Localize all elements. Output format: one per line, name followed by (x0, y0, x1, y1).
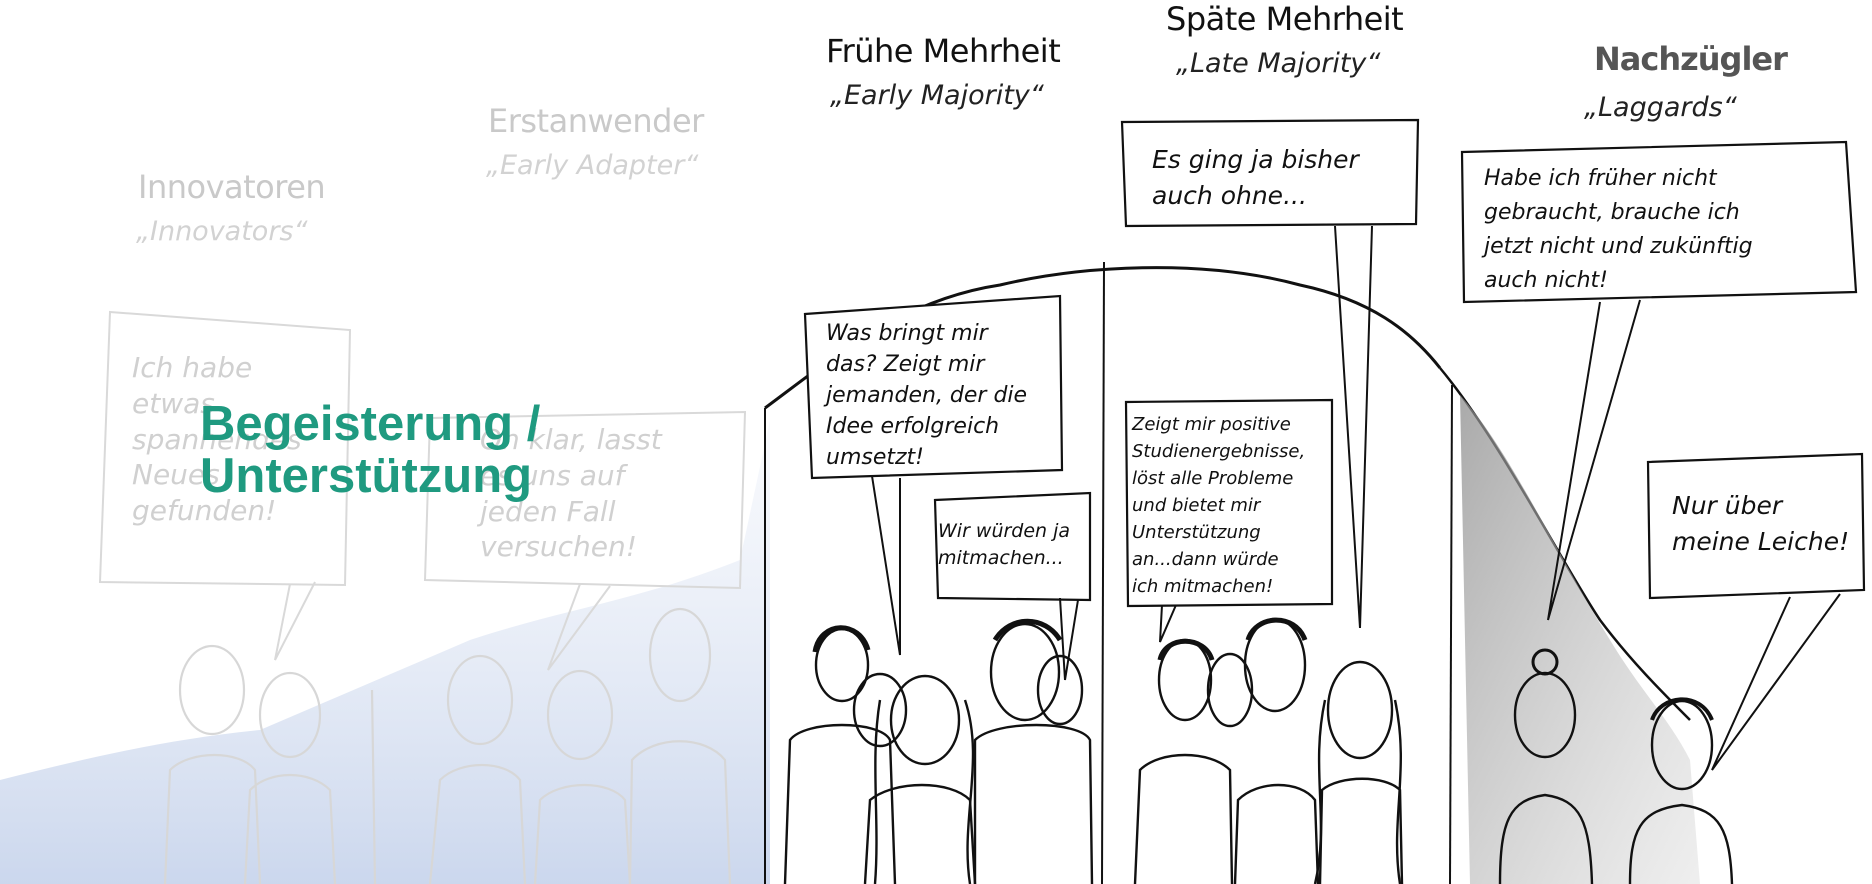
blue-wash-area (0, 420, 770, 884)
faded-speech-bubbles (98, 310, 747, 671)
faded-people (163, 607, 732, 884)
group-title-early-majority: Frühe Mehrheit (826, 32, 1061, 70)
people-late-majority (1133, 617, 1404, 884)
gray-wash-area (1460, 395, 1700, 884)
quote-laggards-1: Habe ich früher nicht gebraucht, brauche… (1484, 166, 1753, 293)
group-title-early-adopters: Erstanwender (488, 102, 704, 140)
headline-enthusiasm-support: Begeisterung / Unterstützung (200, 397, 541, 503)
bubble-tails (871, 225, 1841, 771)
bubble-laggards-2 (1646, 452, 1866, 600)
segment-dividers (764, 261, 1453, 884)
bubble-late-majority-2 (1124, 398, 1334, 608)
group-subtitle-late-majority: „Late Majority“ (1176, 48, 1381, 79)
group-title-innovators: Innovatoren (138, 168, 326, 206)
quote-early-majority-1: Was bringt mir das? Zeigt mir jemanden, … (826, 321, 1028, 470)
group-title-laggards: Nachzügler (1594, 40, 1788, 78)
quote-early-majority-2: Wir würden ja mitmachen... (938, 520, 1071, 569)
people-laggards (1498, 648, 1734, 884)
group-subtitle-early-majority: „Early Majority“ (830, 80, 1044, 111)
quote-innovators: Ich habe etwas spannendes Neues gefunden… (132, 351, 302, 528)
quote-late-majority-1: Es ging ja bisher auch ohne... (1152, 145, 1359, 210)
group-subtitle-early-adopters: „Early Adapter“ (486, 150, 699, 181)
quote-early-adopters: Oh klar, lasst es uns auf jeden Fall ver… (480, 423, 662, 564)
bubble-late-majority-1 (1120, 118, 1420, 228)
bubble-early-majority-1 (803, 294, 1064, 480)
speech-bubbles (803, 118, 1866, 608)
bubble-early-majority-2 (933, 491, 1092, 602)
group-subtitle-laggards: „Laggards“ (1584, 92, 1737, 123)
quote-late-majority-2: Zeigt mir positive Studienergebnisse, lö… (1132, 414, 1306, 597)
bubble-laggards-1 (1460, 140, 1858, 304)
quote-laggards-2: Nur über meine Leiche! (1672, 491, 1850, 556)
group-title-late-majority: Späte Mehrheit (1166, 0, 1404, 38)
people-early-majority (783, 618, 1094, 884)
group-subtitle-innovators: „Innovators“ (136, 216, 308, 247)
